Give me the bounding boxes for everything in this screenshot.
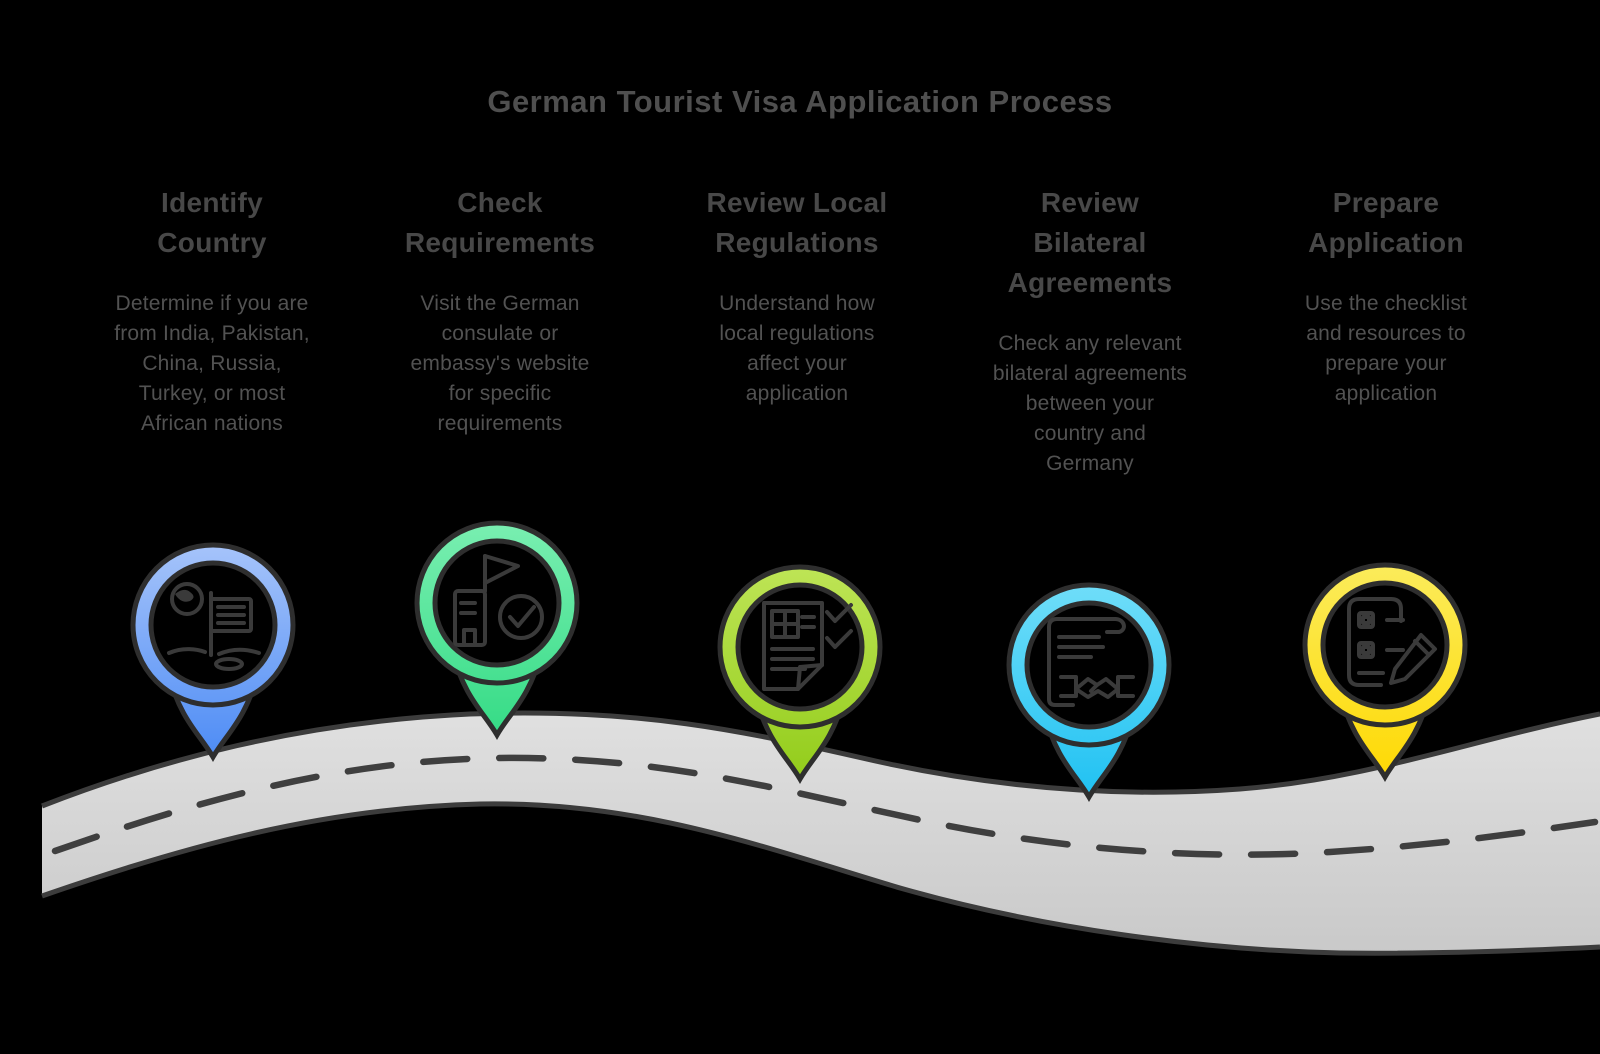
road-top-edge (41, 710, 1600, 809)
building-check-icon (453, 554, 544, 647)
step-identify-country: Identify Country Determine if you are fr… (62, 183, 362, 439)
step-title: Identify Country (157, 187, 267, 258)
pin-review-bilateral-agreements (1006, 582, 1172, 802)
step-description: Use the checklist and resources to prepa… (1304, 292, 1468, 405)
pin-review-local-regulations (717, 564, 883, 784)
step-title: Review Local Regulations (706, 187, 888, 258)
pin-inner (1320, 580, 1450, 710)
form-pencil-icon (1347, 597, 1437, 687)
road-bottom-edge (41, 801, 1600, 956)
step-title: Prepare Application (1308, 187, 1464, 258)
step-description: Determine if you are from India, Pakista… (114, 292, 310, 435)
globe-signpost-icon (167, 582, 261, 671)
step-review-local-regulations: Review Local Regulations Understand how … (647, 183, 947, 409)
step-check-requirements: Check Requirements Visit the German cons… (350, 183, 650, 439)
step-title: Review Bilateral Agreements (1007, 187, 1173, 298)
pin-identify-country (130, 542, 296, 762)
pin-check-requirements (414, 520, 580, 740)
pin-inner (1024, 600, 1154, 730)
step-prepare-application: Prepare Application Use the checklist an… (1236, 183, 1536, 409)
pin-prepare-application (1302, 562, 1468, 782)
step-title: Check Requirements (404, 187, 596, 258)
step-description: Visit the German consulate or embassy's … (410, 292, 590, 435)
step-review-bilateral-agreements: Review Bilateral Agreements Check any re… (940, 183, 1240, 479)
page-title: German Tourist Visa Application Process (487, 84, 1113, 119)
road-centerline (51, 754, 1599, 858)
contract-handshake-icon (1047, 617, 1135, 707)
step-description: Understand how local regulations affect … (719, 292, 875, 405)
step-description: Check any relevant bilateral agreements … (992, 332, 1188, 475)
road-surface (42, 713, 1600, 954)
document-checklist-icon (762, 601, 853, 691)
